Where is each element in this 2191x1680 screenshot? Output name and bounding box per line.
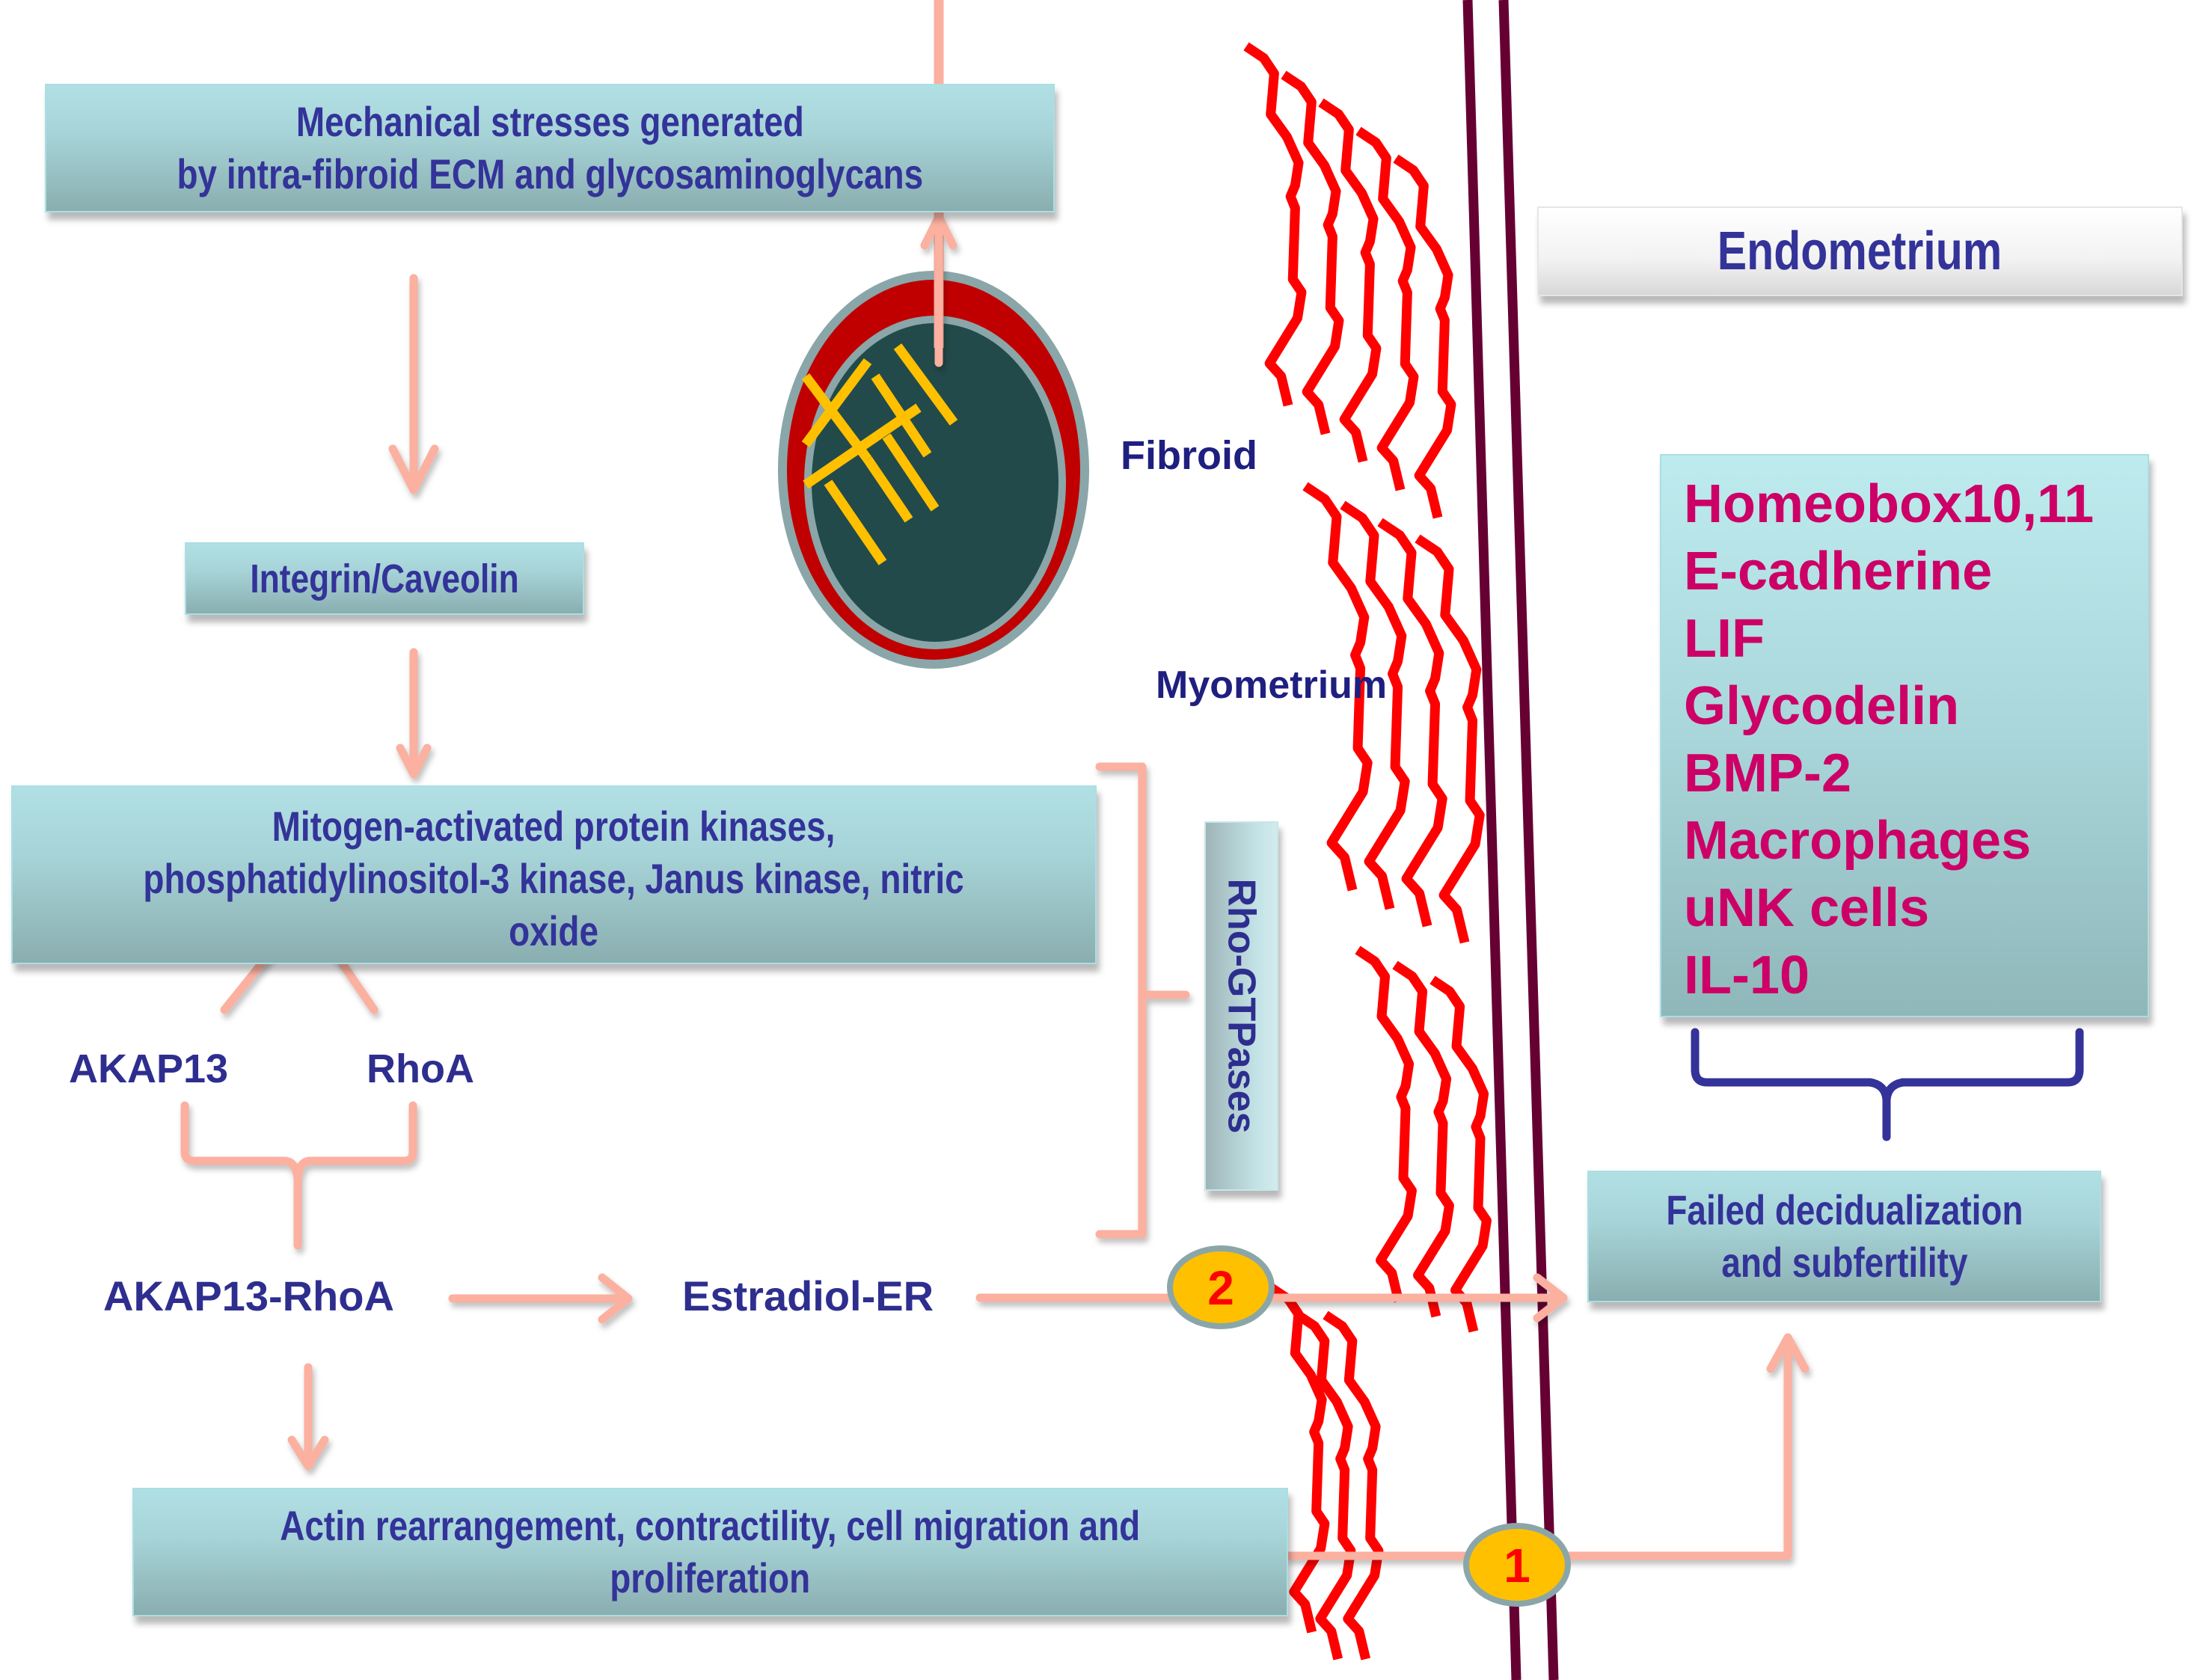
- actin-rearrangement-box: Actin rearrangement, contractility, cell…: [132, 1488, 1288, 1616]
- bracket-rho-gtpases: [1095, 762, 1190, 1239]
- integrin-caveolin-box: Integrin/Caveolin: [185, 542, 584, 615]
- mechanical-stress-line-2: by intra-fibroid ECM and glycosaminoglyc…: [177, 150, 923, 197]
- myometrium-fiber: [1323, 1310, 1384, 1661]
- rho-gtpases-label: Rho-GTPases: [1219, 878, 1263, 1134]
- failed-line-1: Failed decidualization: [1665, 1186, 2023, 1233]
- akap13-rhoa-label: AKAP13-RhoA: [103, 1272, 394, 1319]
- myometrium-fibers: [1243, 42, 1492, 1661]
- fibroid-icon: [778, 0, 1089, 669]
- factor-item: BMP-2: [1684, 744, 1852, 803]
- arrow-akap13rhoa-to-estradiol: [448, 1273, 633, 1324]
- myometrium-label: Myometrium: [1156, 663, 1388, 707]
- membrane-line-right: [1498, 0, 1559, 1680]
- factor-item: IL-10: [1684, 945, 1810, 1005]
- factor-item: uNK cells: [1684, 878, 1930, 938]
- endometrium-box: Endometrium: [1537, 206, 2183, 296]
- kinases-box: Mitogen-activated protein kinases, phosp…: [11, 785, 1097, 964]
- endometrium-label: Endometrium: [1717, 221, 2002, 281]
- estradiol-er-label: Estradiol-ER: [682, 1272, 934, 1319]
- fibroid-label: Fibroid: [1121, 433, 1257, 478]
- pathway-marker-1: 1: [1463, 1523, 1571, 1607]
- kinases-line-1: Mitogen-activated protein kinases,: [272, 803, 836, 850]
- myometrium-fiber: [1318, 98, 1382, 463]
- factor-item: LIF: [1684, 609, 1765, 669]
- mechanical-stress-box: Mechanical stresses generated by intra-f…: [45, 84, 1055, 212]
- arrow-actin-to-failed: [1284, 1333, 1810, 1560]
- factor-item: Glycodelin: [1684, 676, 1960, 736]
- kinases-line-2: phosphatidylinositol-3 kinase, Janus kin…: [143, 855, 965, 902]
- factor-item: E-cadherine: [1684, 542, 1993, 601]
- rhoa-label: RhoA: [367, 1046, 474, 1091]
- arrow-akap13rhoa-to-actin: [287, 1363, 329, 1471]
- pathway-marker-2: 2: [1167, 1245, 1275, 1329]
- brace-akap13-rhoa: [180, 1101, 417, 1250]
- actin-line-1: Actin rearrangement, contractility, cell…: [280, 1502, 1141, 1549]
- myometrium-fiber: [1295, 1310, 1356, 1661]
- rho-gtpases-box: Rho-GTPases: [1204, 821, 1278, 1191]
- brace-endometrial-factors: [1691, 1028, 2084, 1141]
- myometrium-fiber: [1393, 154, 1456, 519]
- myometrium-fiber: [1302, 482, 1373, 892]
- myometrium-fiber: [1281, 70, 1344, 435]
- myometrium-fiber: [1355, 126, 1419, 491]
- myometrium-fiber: [1355, 945, 1417, 1303]
- myometrium-fiber: [1377, 518, 1447, 928]
- myometrium-fiber: [1340, 500, 1410, 910]
- myometrium-fiber: [1429, 975, 1492, 1333]
- integrin-caveolin-label: Integrin/Caveolin: [250, 556, 519, 601]
- svg-text:2: 2: [1207, 1261, 1234, 1315]
- membrane-line-left: [1462, 0, 1522, 1680]
- myometrium-fiber: [1243, 42, 1307, 407]
- arrow-integrin-to-kinases: [396, 648, 432, 779]
- kinases-line-3: oxide: [509, 907, 599, 954]
- failed-decidualization-box: Failed decidualization and subfertility: [1587, 1171, 2101, 1302]
- endometrial-factors-box: Homeobox10,11 E-cadherine LIF Glycodelin…: [1660, 454, 2149, 1017]
- myometrium-fiber: [1415, 534, 1485, 944]
- svg-text:1: 1: [1504, 1539, 1530, 1592]
- factor-item: Macrophages: [1684, 811, 2032, 871]
- factor-item: Homeobox10,11: [1684, 474, 2095, 534]
- myometrium-fiber: [1392, 960, 1454, 1318]
- arrow-stress-to-integrin: [388, 274, 439, 494]
- actin-line-2: proliferation: [610, 1554, 811, 1601]
- arrow-fibroid-to-stress: [920, 212, 957, 367]
- akap13-label: AKAP13: [69, 1046, 229, 1091]
- failed-line-2: and subfertility: [1720, 1239, 1968, 1286]
- myometrium-fiber: [1269, 1284, 1330, 1634]
- endometrial-factors-list: Homeobox10,11 E-cadherine LIF Glycodelin…: [1684, 470, 2094, 1009]
- mechanical-stress-line-1: Mechanical stresses generated: [295, 98, 804, 145]
